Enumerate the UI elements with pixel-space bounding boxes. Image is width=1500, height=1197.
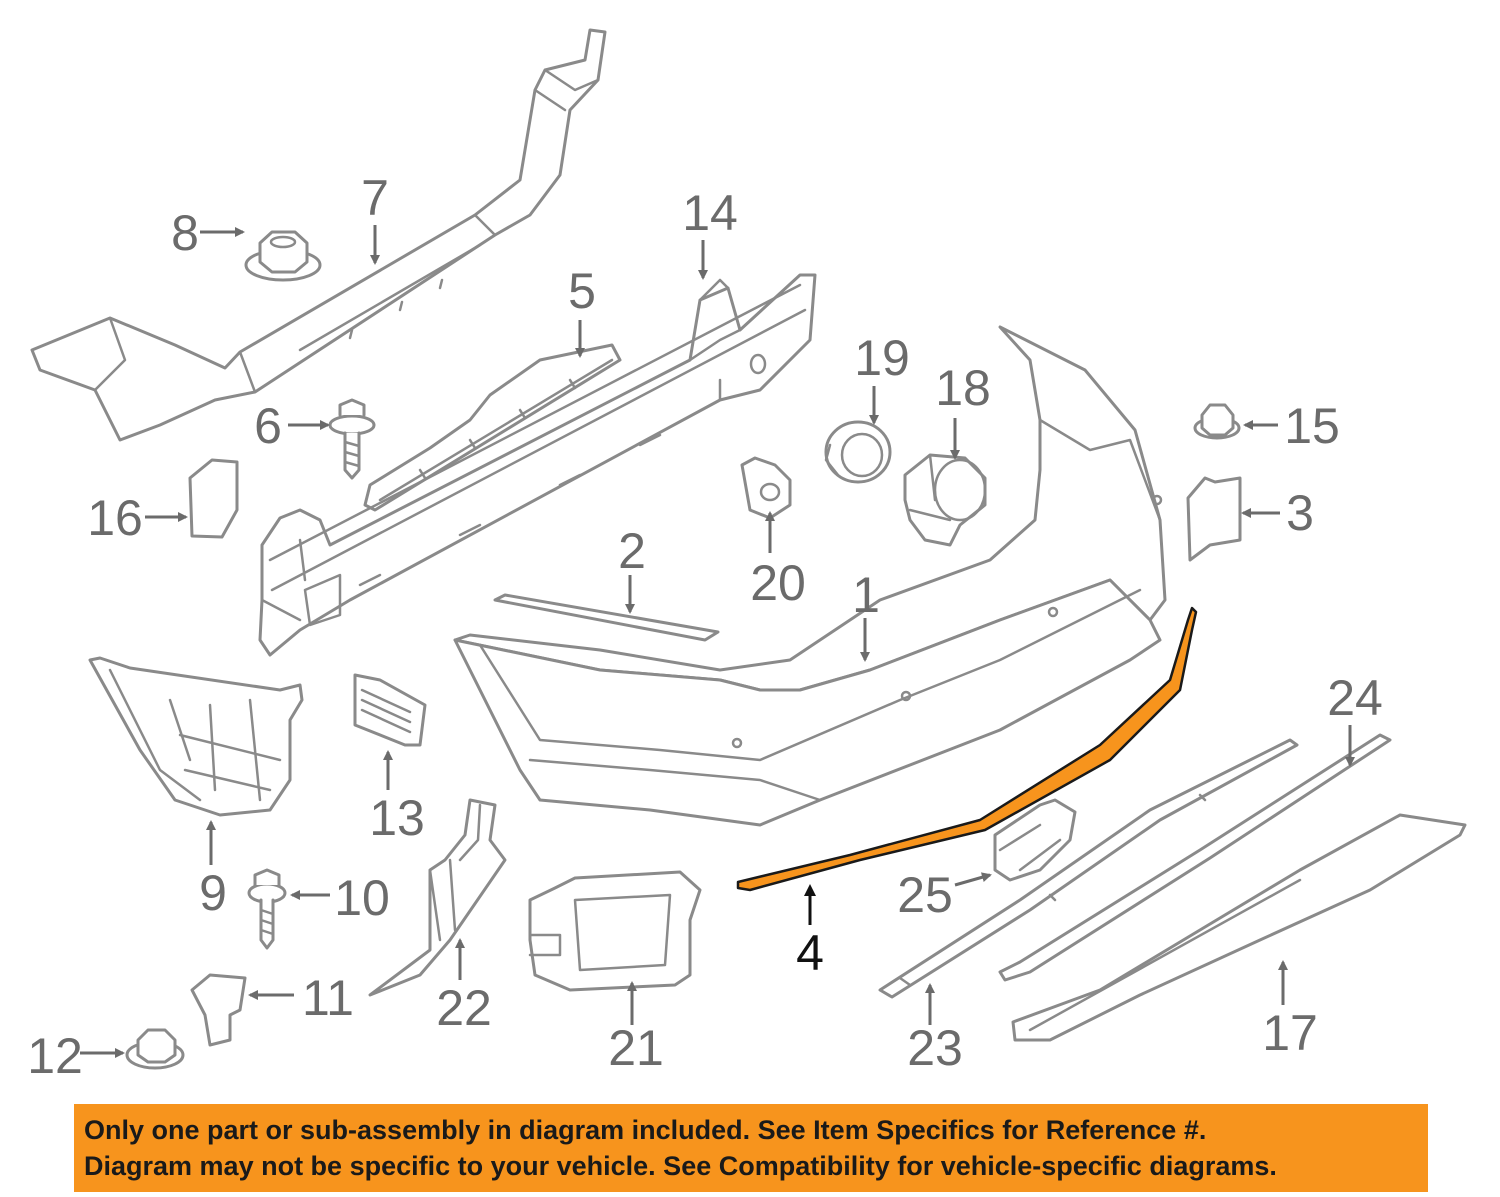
disclaimer-banner: Only one part or sub-assembly in diagram… <box>74 1104 1428 1192</box>
callout-20: 20 <box>750 555 806 611</box>
callout-2: 2 <box>618 523 646 579</box>
part-21-module <box>528 870 702 992</box>
part-9-side-bracket <box>88 656 304 817</box>
callout-21: 21 <box>608 1020 664 1076</box>
callout-23: 23 <box>907 1020 963 1076</box>
part-8-nut <box>244 230 322 282</box>
callout-1: 1 <box>852 567 880 623</box>
callout-9: 9 <box>199 865 227 921</box>
part-14-bumper-beam <box>258 273 817 657</box>
callout-14: 14 <box>682 185 738 241</box>
disclaimer-line-1: Only one part or sub-assembly in diagram… <box>84 1115 1207 1145</box>
part-11-clip <box>190 973 247 1047</box>
part-1-bumper-cover <box>453 325 1167 827</box>
callout-12: 12 <box>27 1028 83 1084</box>
leader-lines <box>80 225 1355 1058</box>
part-20-holder <box>740 456 792 520</box>
callout-4: 4 <box>796 925 824 981</box>
part-15-nut <box>1193 403 1241 440</box>
part-25-connector <box>993 798 1077 882</box>
part-7-reinforcement <box>30 28 607 442</box>
callout-labels: 7 8 5 14 6 16 19 18 15 3 20 2 1 9 13 10 … <box>27 170 1383 1084</box>
callout-6: 6 <box>254 398 282 454</box>
callout-22: 22 <box>436 980 492 1036</box>
part-19-ring <box>824 420 892 484</box>
callout-17: 17 <box>1262 1005 1318 1061</box>
part-24-rod <box>998 733 1392 982</box>
callout-11: 11 <box>302 970 354 1026</box>
part-18-sensor <box>903 453 987 547</box>
part-16-pad <box>188 458 239 539</box>
callout-7: 7 <box>361 170 389 226</box>
disclaimer-line-2: Diagram may not be specific to your vehi… <box>84 1151 1277 1181</box>
part-4-strip <box>736 606 1198 892</box>
part-13-grille <box>353 673 427 747</box>
callout-16: 16 <box>87 490 143 546</box>
part-2-trim <box>493 593 720 642</box>
part-6-bolt <box>328 398 376 480</box>
part-10-screw <box>247 868 287 950</box>
part-12-nut <box>125 1028 185 1070</box>
part-23-rail <box>878 738 1299 999</box>
parts-diagram: 7 8 5 14 6 16 19 18 15 3 20 2 1 9 13 10 … <box>27 28 1467 1084</box>
callout-13: 13 <box>369 790 425 846</box>
callout-19: 19 <box>854 330 910 386</box>
part-22-deflector <box>368 798 507 997</box>
callout-10: 10 <box>334 870 390 926</box>
callout-18: 18 <box>935 360 991 416</box>
part-17-lower-trim <box>1011 813 1467 1042</box>
callout-8: 8 <box>171 205 199 261</box>
callout-24: 24 <box>1327 670 1383 726</box>
part-3-bracket <box>1186 476 1242 562</box>
callout-5: 5 <box>568 263 596 319</box>
callout-25: 25 <box>897 867 953 923</box>
callout-15: 15 <box>1284 398 1340 454</box>
callout-3: 3 <box>1286 485 1314 541</box>
